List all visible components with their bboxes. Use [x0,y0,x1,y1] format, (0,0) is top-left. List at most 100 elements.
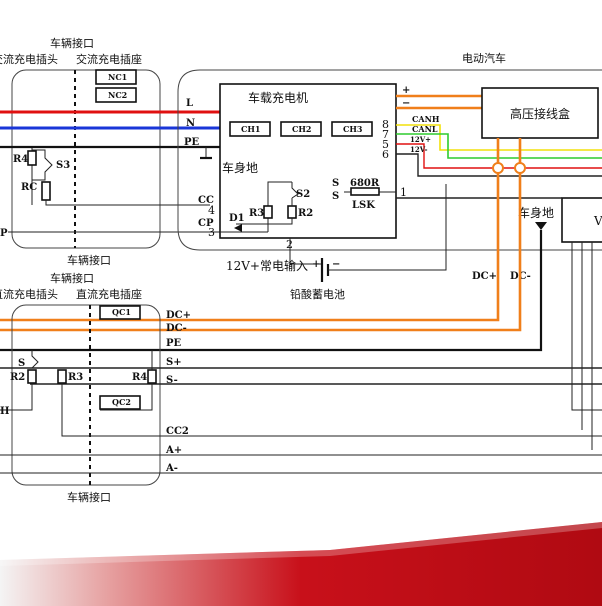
dc-pin-a-plus: A+ [165,445,182,456]
s2-label: S2 [296,189,310,200]
pin-cp-label: CP [198,218,214,229]
qc2-box [99,395,141,410]
pin-5-label: 5 [382,138,389,151]
pin-1-label: 1 [400,186,407,199]
rc-resistor [41,181,51,201]
canl-wire [396,133,602,159]
qc2-label: QC2 [112,397,131,407]
dc-s-switch [31,350,39,369]
dc-r2-down-wire [0,383,33,411]
12v-plus-wire [396,143,602,169]
s3-label: S3 [56,160,70,171]
rc-label: RC [21,182,37,193]
pin2-battery-wire [289,238,322,265]
dc-vehicle-port-top-label: 车辆接口 [50,271,94,285]
dc-pin-pe: PE [166,338,182,349]
dc-pin-dcp: DC+ [166,310,191,321]
footer-banner-highlight [0,522,602,566]
r4-resistor [27,150,37,166]
ch1-box [229,121,271,137]
dc-vehicle-port-bottom-label: 车辆接口 [67,490,111,504]
dc-s-label: S [18,358,25,369]
hv-junction-box-label: 高压接线盒 [510,106,570,121]
680r-resistor [350,187,380,196]
ac-vehicle-port-frame [11,69,161,249]
dc-pin-a-minus: A- [165,463,178,474]
s3-switch [32,149,53,181]
nc2-label: NC2 [108,90,127,100]
body-ground-arrow [535,222,547,230]
dc-r3-label: R3 [68,372,83,383]
battery-input-label: 12V+常电输入 [226,258,308,273]
12v-plus-label: 12V+ [410,135,431,144]
dc-vehicle-port-frame [11,304,161,486]
ac-socket-label: 交流充电插座 [76,52,142,66]
hv-junction-box [481,87,599,139]
battery-name-label: 铅酸蓄电池 [290,287,345,301]
pin-4-label: 4 [208,204,215,217]
pin-plus-label: + [402,85,410,96]
ac-vehicle-port-top-label: 车辆接口 [50,36,94,50]
nc1-box [95,69,137,85]
dc-plus-crossover [492,162,504,174]
dc-pin-s-minus: S- [166,375,178,386]
ev-frame [177,69,602,251]
ch1-label: CH1 [241,124,261,134]
obc-body-ground-label: 车身地 [222,160,258,175]
12v-minus-label: 12V- [410,145,428,154]
ac-p-label: P [0,228,8,239]
r2-label: R2 [298,208,313,219]
d1-label: D1 [229,213,245,224]
battery-plus-label: + [312,259,320,270]
pin-6-label: 6 [382,148,389,161]
nc2-box [95,87,137,103]
dc-plug-h-label: H [0,406,9,417]
ac-cc-wire [45,200,210,206]
dc-r4-down-wire [100,383,153,411]
ev-label: 电动汽车 [462,51,506,65]
r3-resistor [263,205,273,219]
pin-8-label: 8 [382,118,389,131]
body-ground-right-label: 车身地 [518,205,554,220]
dc-r2-label: R2 [10,372,25,383]
dc-r2-resistor [27,369,37,384]
obc-box [219,83,397,239]
dc-pin-cc2: CC2 [166,426,189,437]
battery-neg-wire [328,184,447,271]
ch2-box [280,121,322,137]
nc1-label: NC1 [108,72,127,82]
canh-label: CANH [412,114,440,124]
vcu-box-label: V [593,214,602,228]
dc-minus-wire [0,138,522,332]
dc-r3-resistor [57,369,67,384]
dc-pin-s-plus: S+ [166,357,182,368]
ch3-box [331,121,373,137]
lsk-label: LSK [352,200,375,211]
dc-pe-wire [0,230,543,352]
battery-minus-label: − [332,259,340,270]
canl-label: CANL [412,124,438,134]
d1-diode [234,224,242,232]
r2-resistor [287,205,297,219]
dc-plus-top-label: DC+ [472,271,497,282]
dc-minus-crossover [514,162,526,174]
dc-r4-label: R4 [132,372,147,383]
s-switch-label-2: S [332,191,339,202]
s-switch-label-1: S [332,178,339,189]
qc1-label: QC1 [112,307,131,317]
footer-banner [0,522,602,606]
pin-minus-label: − [402,98,410,109]
dc-pin-dcm: DC- [166,323,187,334]
pin-pe-label: PE [184,137,200,148]
pin-n-label: N [186,118,195,129]
vcu-down-wire-1 [571,242,602,411]
dc-r3-down-wire [61,383,602,437]
ch3-label: CH3 [343,124,363,134]
ch2-label: CH2 [292,124,312,134]
r4-label: R4 [13,154,28,165]
dc-r4-resistor [147,369,157,384]
dc-socket-label: 直流充电插座 [76,287,142,301]
dc-plus-wire [0,138,500,322]
pin-cc-label: CC [198,195,214,206]
